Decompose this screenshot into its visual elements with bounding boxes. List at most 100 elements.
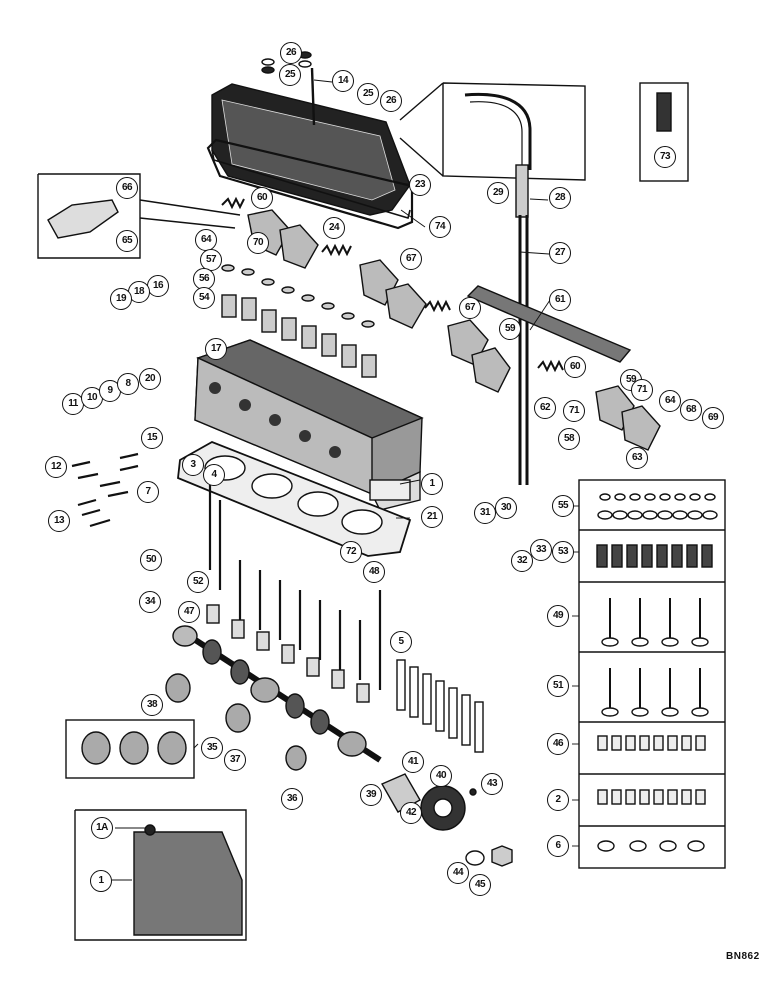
ref-number-45: 45: [469, 874, 491, 896]
ref-number-label: 54: [198, 292, 210, 303]
ref-number-label: 28: [554, 192, 566, 203]
ref-number-label: 59: [625, 374, 637, 385]
ref-number-label: 74: [434, 221, 446, 232]
ref-number-label: 69: [707, 412, 719, 423]
ref-number-28: 28: [549, 187, 571, 209]
ref-number-67b: 67: [459, 297, 481, 319]
valve-springs: [221, 264, 377, 378]
ref-number-label: 17: [210, 343, 222, 354]
ref-number-54: 54: [193, 287, 215, 309]
ref-number-label: 7: [145, 486, 151, 497]
ref-number-label: 21: [426, 511, 438, 522]
ref-number-label: 64: [200, 234, 212, 245]
valve-cover: [211, 83, 411, 220]
ref-number-27: 27: [549, 242, 571, 264]
ref-number-47: 47: [178, 601, 200, 623]
head-studs: [71, 452, 139, 528]
ref-number-70: 70: [247, 232, 269, 254]
cylinder-head: [194, 339, 424, 511]
ref-number-label: 56: [198, 273, 210, 284]
ref-number-label: 63: [631, 452, 643, 463]
ref-number-label: 32: [516, 555, 528, 566]
ref-number-30: 30: [495, 497, 517, 519]
ref-number-label: 42: [405, 807, 417, 818]
valve-guides: [396, 659, 484, 753]
ref-number-label: 50: [145, 554, 157, 565]
ref-number-label: 14: [337, 75, 349, 86]
ref-number-label: 4: [211, 469, 217, 480]
ref-number-68: 68: [680, 399, 702, 421]
ref-number-label: 64: [664, 395, 676, 406]
ref-number-label: 27: [554, 247, 566, 258]
cover-gasket: [206, 138, 414, 230]
ref-number-31: 31: [474, 502, 496, 524]
ref-number-label: 65: [121, 235, 133, 246]
ref-number-50: 50: [140, 549, 162, 571]
cover-stud: [261, 51, 316, 126]
ref-number-label: 43: [486, 778, 498, 789]
rocker-shaft: [466, 285, 632, 363]
ref-number-1b: 1: [90, 870, 112, 892]
ref-number-label: 60: [569, 361, 581, 372]
ref-number-label: 8: [125, 378, 131, 389]
ref-number-15: 15: [141, 427, 163, 449]
ref-number-label: 15: [146, 432, 158, 443]
ref-number-1A: 1A: [91, 817, 113, 839]
ref-number-label: 1: [429, 478, 435, 489]
ref-number-32: 32: [511, 550, 533, 572]
ref-number-label: 11: [68, 398, 78, 409]
ref-number-52: 52: [187, 571, 209, 593]
ref-number-label: 10: [86, 392, 98, 403]
ref-number-34: 34: [139, 591, 161, 613]
ref-number-16: 16: [147, 275, 169, 297]
ref-number-label: 47: [183, 606, 195, 617]
ref-number-46: 46: [547, 733, 569, 755]
ref-number-3: 3: [182, 454, 204, 476]
ref-number-25a: 25: [279, 64, 301, 86]
cam-gear: [381, 773, 513, 867]
push-rods: [208, 485, 382, 690]
ref-number-55: 55: [552, 495, 574, 517]
head-gasket: [177, 441, 412, 557]
ref-number-label: 52: [192, 576, 204, 587]
ref-number-label: 24: [328, 222, 340, 233]
ref-number-label: 60: [256, 192, 268, 203]
ref-number-label: 49: [552, 610, 564, 621]
ref-number-23: 23: [409, 174, 431, 196]
ref-number-64b: 64: [659, 390, 681, 412]
leader-lines: [112, 79, 579, 881]
ref-number-label: 58: [563, 433, 575, 444]
ref-number-12: 12: [45, 456, 67, 478]
ref-number-35: 35: [201, 737, 223, 759]
ref-number-24: 24: [323, 217, 345, 239]
ref-number-33: 33: [530, 539, 552, 561]
ref-number-62: 62: [534, 397, 556, 419]
ref-number-label: 34: [144, 596, 156, 607]
ref-number-label: 66: [121, 182, 133, 193]
ref-number-label: 68: [685, 404, 697, 415]
ref-number-label: 19: [115, 293, 127, 304]
ref-number-label: 9: [107, 385, 113, 396]
ref-number-label: 20: [144, 373, 156, 384]
ref-number-label: 53: [557, 546, 569, 557]
ref-number-label: 61: [554, 294, 566, 305]
ref-number-25b: 25: [357, 83, 379, 105]
ref-number-label: 1: [98, 875, 104, 886]
ref-number-8: 8: [117, 373, 139, 395]
ref-number-label: 25: [284, 69, 296, 80]
ref-number-label: 29: [492, 187, 504, 198]
ref-number-label: 48: [368, 566, 380, 577]
ref-number-66: 66: [116, 177, 138, 199]
ref-number-26: 26: [280, 42, 302, 64]
ref-number-label: 45: [474, 879, 486, 890]
ref-number-label: 62: [539, 402, 551, 413]
ref-number-label: 73: [659, 151, 671, 162]
ref-number-label: 12: [50, 461, 62, 472]
ref-number-label: 46: [552, 738, 564, 749]
ref-number-58: 58: [558, 428, 580, 450]
ref-number-label: 40: [435, 770, 447, 781]
ref-number-6: 6: [547, 835, 569, 857]
ref-number-74: 74: [429, 216, 451, 238]
ref-number-71a: 71: [631, 379, 653, 401]
ref-number-61: 61: [549, 289, 571, 311]
